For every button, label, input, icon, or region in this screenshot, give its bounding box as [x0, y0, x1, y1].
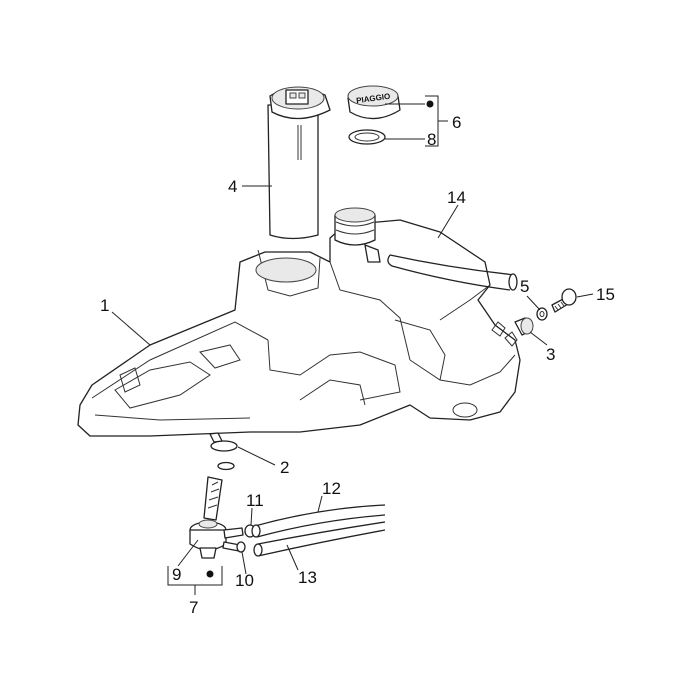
clip-10 — [236, 541, 246, 553]
callout-7: 7 — [189, 598, 198, 617]
callout-8: 8 — [427, 130, 436, 149]
bullet-dot-6 — [426, 100, 434, 108]
fuel-hose-12 — [251, 504, 386, 538]
callout-14: 14 — [447, 188, 466, 207]
fuel-filter — [203, 476, 223, 521]
fuel-valve — [189, 519, 244, 559]
callout-6: 6 — [452, 113, 461, 132]
washer — [536, 307, 548, 321]
callout-15: 15 — [596, 285, 615, 304]
callout-1: 1 — [100, 296, 109, 315]
bracket-6-8 — [425, 95, 448, 147]
callout-13: 13 — [298, 568, 317, 587]
callout-3: 3 — [546, 345, 555, 364]
bush — [514, 317, 534, 336]
fuel-level-sender — [267, 86, 331, 240]
filler-neck — [334, 207, 381, 263]
fuel-tank — [77, 219, 521, 437]
o-ring — [217, 461, 235, 471]
callout-5: 5 — [520, 277, 529, 296]
callout-10: 10 — [235, 571, 254, 590]
breather-hose — [387, 254, 518, 291]
callout-2: 2 — [280, 458, 289, 477]
callouts: 1 2 3 4 5 6 7 8 9 10 11 12 13 14 15 — [100, 113, 615, 617]
callout-11: 11 — [246, 491, 264, 510]
cap-gasket — [348, 129, 386, 145]
callout-12: 12 — [322, 479, 341, 498]
bullet-dot-7 — [206, 570, 214, 578]
screw — [551, 288, 577, 313]
fuel-hose-13 — [253, 521, 386, 557]
bracket-7-9 — [167, 566, 223, 595]
fuel-cap: PIAGGIO — [347, 85, 401, 120]
callout-4: 4 — [228, 177, 237, 196]
leader-lines — [111, 103, 594, 575]
hose-clamp — [209, 432, 238, 452]
callout-9: 9 — [172, 565, 181, 584]
